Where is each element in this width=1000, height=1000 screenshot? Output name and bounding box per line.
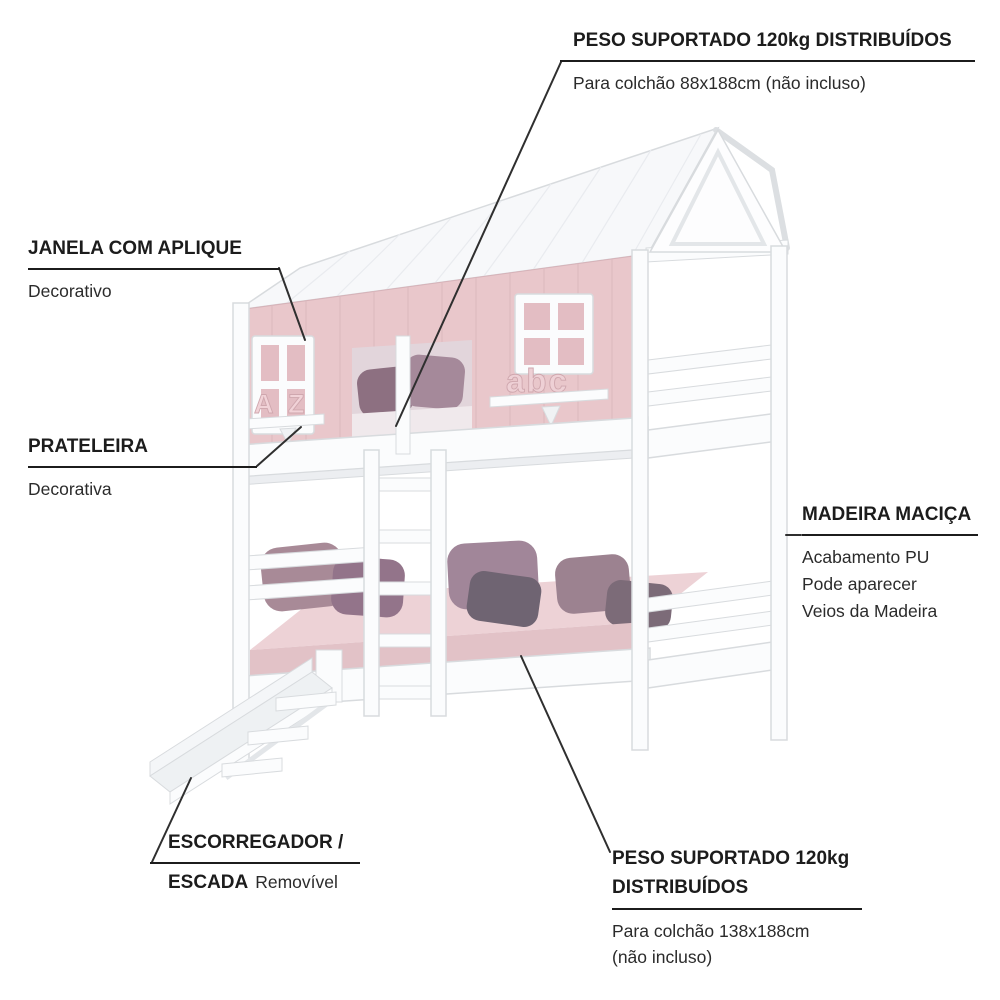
bed-posts [232,245,788,764]
upper-pillow [403,354,465,410]
callout-title-line1: PESO SUPORTADO 120kg [612,848,850,869]
callout-title: MADEIRA MACIÇA [802,504,978,536]
leader-peso-superior [395,61,562,427]
callout-title-suffix: Removível [255,872,338,892]
callout-peso-inferior: PESO SUPORTADO 120kg DISTRIBUÍDOS Para c… [612,844,862,970]
callout-title-line2: ESCADA Removível [150,872,360,894]
leader-prateleira [256,426,302,467]
callout-prateleira: PRATELEIRA Decorativa [28,436,257,502]
lower-mattress-side [250,622,645,678]
leader-escorregador [151,777,192,863]
roof-planks [286,133,702,304]
upper-bunk-rails [237,343,787,486]
left-window [251,335,315,435]
right-window [514,293,594,375]
callout-subtitle-line2: (não incluso) [612,947,713,967]
lower-side-frame [647,639,787,689]
front-right-post [631,249,649,751]
callout-janela: JANELA COM APLIQUE Decorativo [28,238,280,304]
callout-title-bold: ESCADA [168,872,249,893]
ladder [363,335,447,717]
leader-peso-inferior [520,655,611,853]
callout-title: JANELA COM APLIQUE [28,238,280,270]
callout-subtitle-line1: Para colchão 138x188cm [612,921,810,941]
steps [221,691,337,781]
right-shelf: abc [489,362,609,428]
gable-frame [668,147,768,246]
front-left-post [232,302,250,764]
callout-peso-superior: PESO SUPORTADO 120kg DISTRIBUÍDOS Para c… [560,30,975,96]
callout-title-line2: DISTRIBUÍDOS [612,877,749,898]
callout-subtitle: Para colchão 138x188cm (não incluso) [612,918,862,970]
callout-line: Acabamento PU [802,547,930,567]
callout-subtitle: Decorativo [28,281,112,301]
roof-rear-edge [713,127,790,251]
callout-escorregador: ESCORREGADOR / ESCADA Removível [150,832,360,894]
callout-line: Pode aparecer [802,574,917,594]
leader-lines [151,61,802,863]
callout-text-block: Acabamento PU Pode aparecer Veios da Mad… [802,544,978,625]
callout-madeira: MADEIRA MACIÇA Acabamento PU Pode aparec… [802,504,978,625]
left-shelf-letters: A Z [254,389,309,419]
callout-title: PESO SUPORTADO 120kg DISTRIBUÍDOS [612,844,862,910]
callout-subtitle: Decorativa [28,479,112,499]
rear-right-post [770,245,788,741]
callout-title: PESO SUPORTADO 120kg DISTRIBUÍDOS [560,30,975,62]
callout-line: Veios da Madeira [802,601,938,621]
callout-subtitle: Para colchão 88x188cm (não incluso) [573,73,866,93]
callout-title: PRATELEIRA [28,436,257,468]
left-shelf: A Z [245,389,325,446]
callout-title: ESCORREGADOR / [150,832,360,864]
leader-janela [278,267,306,341]
